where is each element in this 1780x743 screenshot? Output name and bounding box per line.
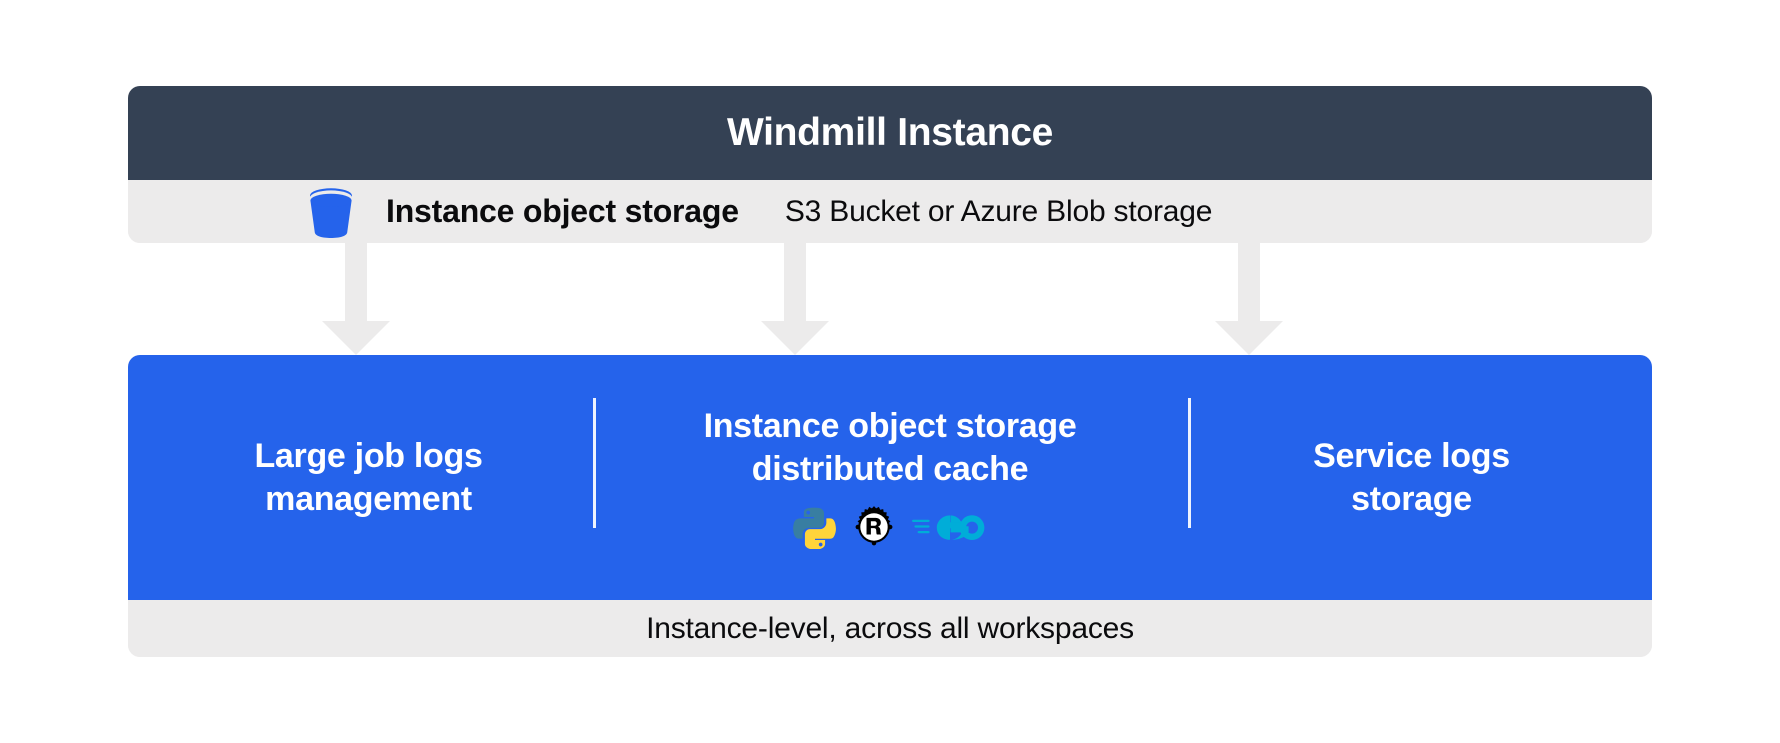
arrow-to-large-job-logs — [322, 243, 390, 355]
feature-large-job-logs-management: Large job logs management — [128, 435, 609, 521]
features-panel: Large job logs management Instance objec… — [128, 355, 1652, 600]
feature-title: Service logs storage — [1313, 436, 1510, 518]
arrow-to-distributed-cache — [761, 243, 829, 355]
instance-object-storage-sublabel: S3 Bucket or Azure Blob storage — [784, 194, 1213, 228]
down-arrow-icon — [1215, 243, 1283, 355]
instance-header: Windmill Instance — [128, 86, 1652, 180]
features-card: Large job logs management Instance objec… — [128, 355, 1652, 657]
footer-text: Instance-level, across all workspaces — [646, 611, 1134, 645]
instance-object-storage-label: Instance object storage — [386, 193, 739, 229]
instance-card: Windmill Instance Instance object storag… — [128, 86, 1652, 243]
column-divider-right — [1188, 398, 1191, 528]
go-icon — [912, 515, 985, 541]
feature-title: Instance object storage distributed cach… — [703, 406, 1077, 488]
language-icons — [792, 504, 988, 550]
feature-service-logs-storage: Service logs storage — [1171, 435, 1652, 521]
down-arrow-icon — [322, 243, 390, 355]
feature-title: Large job logs management — [254, 436, 483, 518]
arrow-to-service-logs — [1215, 243, 1283, 355]
bucket-icon — [310, 187, 352, 238]
footer-row: Instance-level, across all workspaces — [128, 600, 1652, 657]
feature-instance-object-storage-distributed-cache: Instance object storage distributed cach… — [609, 405, 1171, 551]
python-icon — [793, 507, 836, 550]
down-arrow-icon — [761, 243, 829, 355]
column-divider-left — [593, 398, 596, 528]
rust-icon — [855, 506, 893, 546]
page-title: Windmill Instance — [726, 111, 1054, 154]
instance-object-storage-row: Instance object storage S3 Bucket or Azu… — [128, 180, 1652, 243]
